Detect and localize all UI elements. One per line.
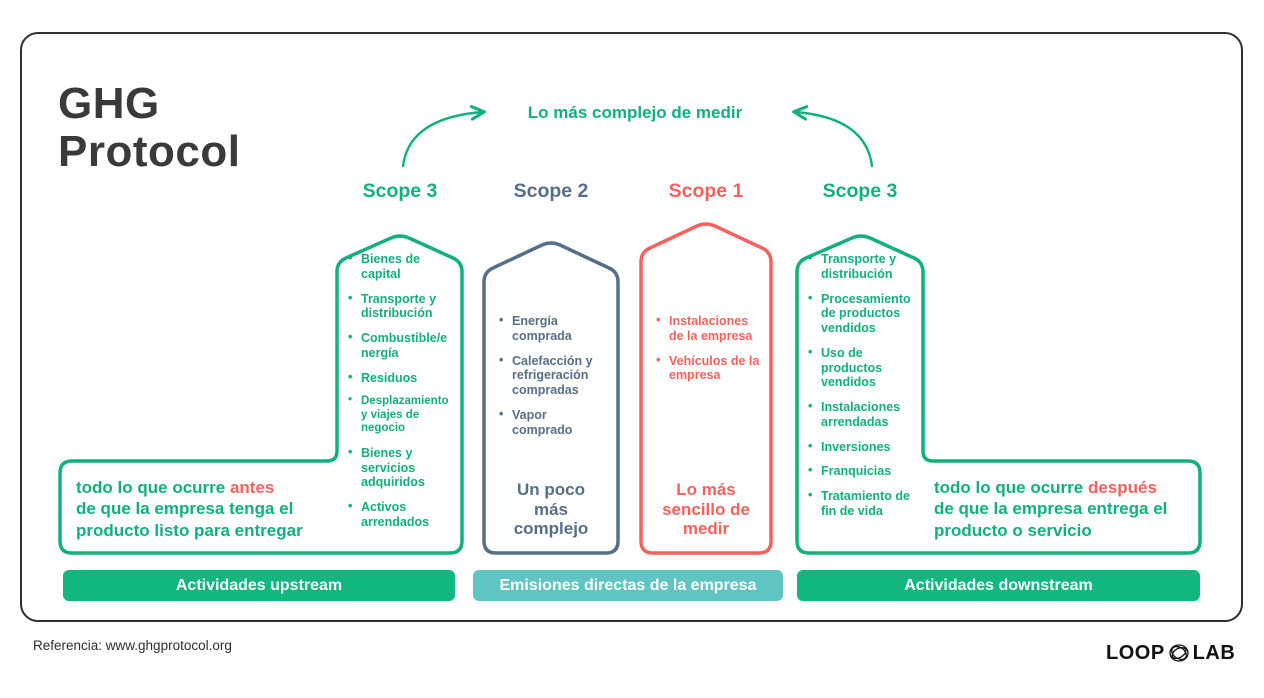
note-line: de que la empresa entrega el <box>934 499 1168 519</box>
list-item: Transporte y distribución <box>348 291 450 322</box>
list-item: Desplazamiento y viajes de negocio <box>348 394 450 436</box>
downstream-bar: Actividades downstream <box>797 570 1200 601</box>
note-highlight: antes <box>229 478 275 497</box>
scope1-list: Instalaciones de la empresa Vehículos de… <box>656 313 760 393</box>
scope-label-scope3-left: Scope 3 <box>362 180 438 202</box>
note-line: producto o servicio <box>934 520 1092 540</box>
looplab-logo: LOOP LAB <box>1106 641 1235 665</box>
downstream-note: todo lo que ocurre después de que la emp… <box>934 477 1194 541</box>
scope3-left-list: Bienes de capital Transporte y distribuc… <box>348 251 450 540</box>
list-item: Instalaciones arrendadas <box>808 399 914 430</box>
scope2-caption: Un poco más complejo <box>513 480 589 539</box>
list-item: Combustible/energía <box>348 330 450 361</box>
list-item: Vehículos de la empresa <box>656 353 760 384</box>
loop-scribble-icon <box>1167 641 1191 665</box>
note-highlight: después <box>1087 478 1157 497</box>
upstream-bar: Actividades upstream <box>63 570 455 601</box>
title-line-1: GHG <box>58 79 160 128</box>
note-text: todo lo que ocurre <box>934 478 1088 497</box>
list-item: Instalaciones de la empresa <box>656 313 760 344</box>
list-item: Inversiones <box>808 439 914 455</box>
list-item: Bienes de capital <box>348 251 450 282</box>
reference-text: Referencia: www.ghgprotocol.org <box>33 638 232 653</box>
complexity-label: Lo más complejo de medir <box>527 103 743 122</box>
scope3-right-list: Transporte y distribución Procesamiento … <box>808 251 914 529</box>
note-line: todo lo que ocurre antes <box>76 477 338 498</box>
list-item: Bienes y servicios adquiridos <box>348 445 450 490</box>
logo-text-loop: LOOP <box>1106 641 1165 664</box>
scope-label-scope3-right: Scope 3 <box>822 180 898 202</box>
list-item: Activos arrendados <box>348 499 450 530</box>
upstream-note: todo lo que ocurre antes de que la empre… <box>76 477 338 541</box>
title-line-2: Protocol <box>58 127 241 177</box>
list-item: Tratamiento de fin de vida <box>808 488 914 519</box>
list-item: Procesamiento de productos vendidos <box>808 290 914 336</box>
card-border <box>20 32 1243 622</box>
logo-text-lab: LAB <box>1192 641 1236 664</box>
list-item: Calefacción y refrigeración compradas <box>499 352 603 398</box>
scope1-caption: Lo más sencillo de medir <box>662 480 750 539</box>
note-line: producto listo para entregar <box>76 520 303 540</box>
list-item: Transporte y distribución <box>808 251 914 282</box>
page-title: GHG Protocol <box>58 79 241 177</box>
note-line: de que la empresa tenga el <box>76 499 294 519</box>
note-line: todo lo que ocurre después <box>934 477 1194 498</box>
list-item: Residuos <box>348 370 450 386</box>
scope-label-scope1: Scope 1 <box>668 180 744 202</box>
scope-label-scope2: Scope 2 <box>513 180 589 202</box>
list-item: Franquicias <box>808 463 914 479</box>
list-item: Uso de productos vendidos <box>808 345 914 390</box>
note-text: todo lo que ocurre <box>76 478 230 497</box>
list-item: Vapor comprado <box>499 407 603 438</box>
list-item: Energía comprada <box>499 313 603 344</box>
scope2-list: Energía comprada Calefacción y refrigera… <box>499 313 603 447</box>
direct-emissions-bar: Emisiones directas de la empresa <box>473 570 783 601</box>
